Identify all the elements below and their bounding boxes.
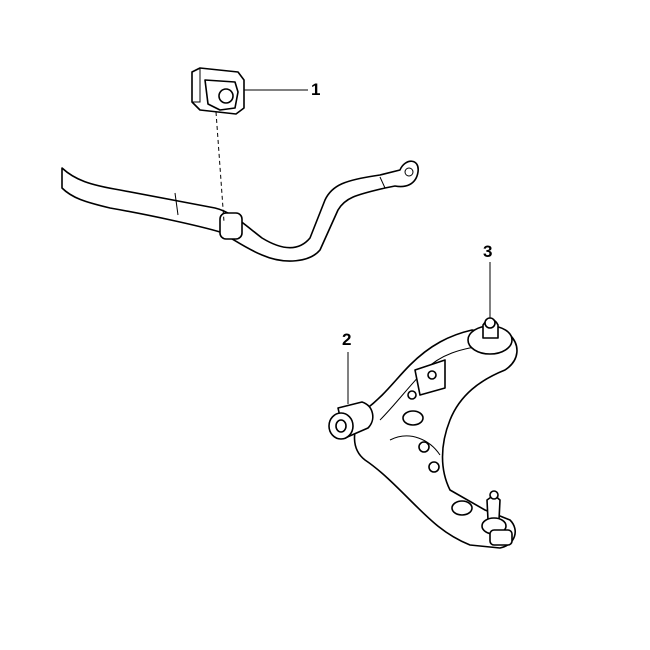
stabilizer-bushing bbox=[191, 67, 245, 115]
callout-2: 2 bbox=[342, 330, 352, 349]
callout-1: 1 bbox=[311, 80, 321, 99]
callout-3: 3 bbox=[483, 242, 493, 261]
control-arm bbox=[353, 317, 518, 549]
stabilizer-bar bbox=[61, 160, 419, 262]
alignment-dashed-line bbox=[215, 111, 225, 223]
control-arm-bushing bbox=[328, 401, 374, 440]
